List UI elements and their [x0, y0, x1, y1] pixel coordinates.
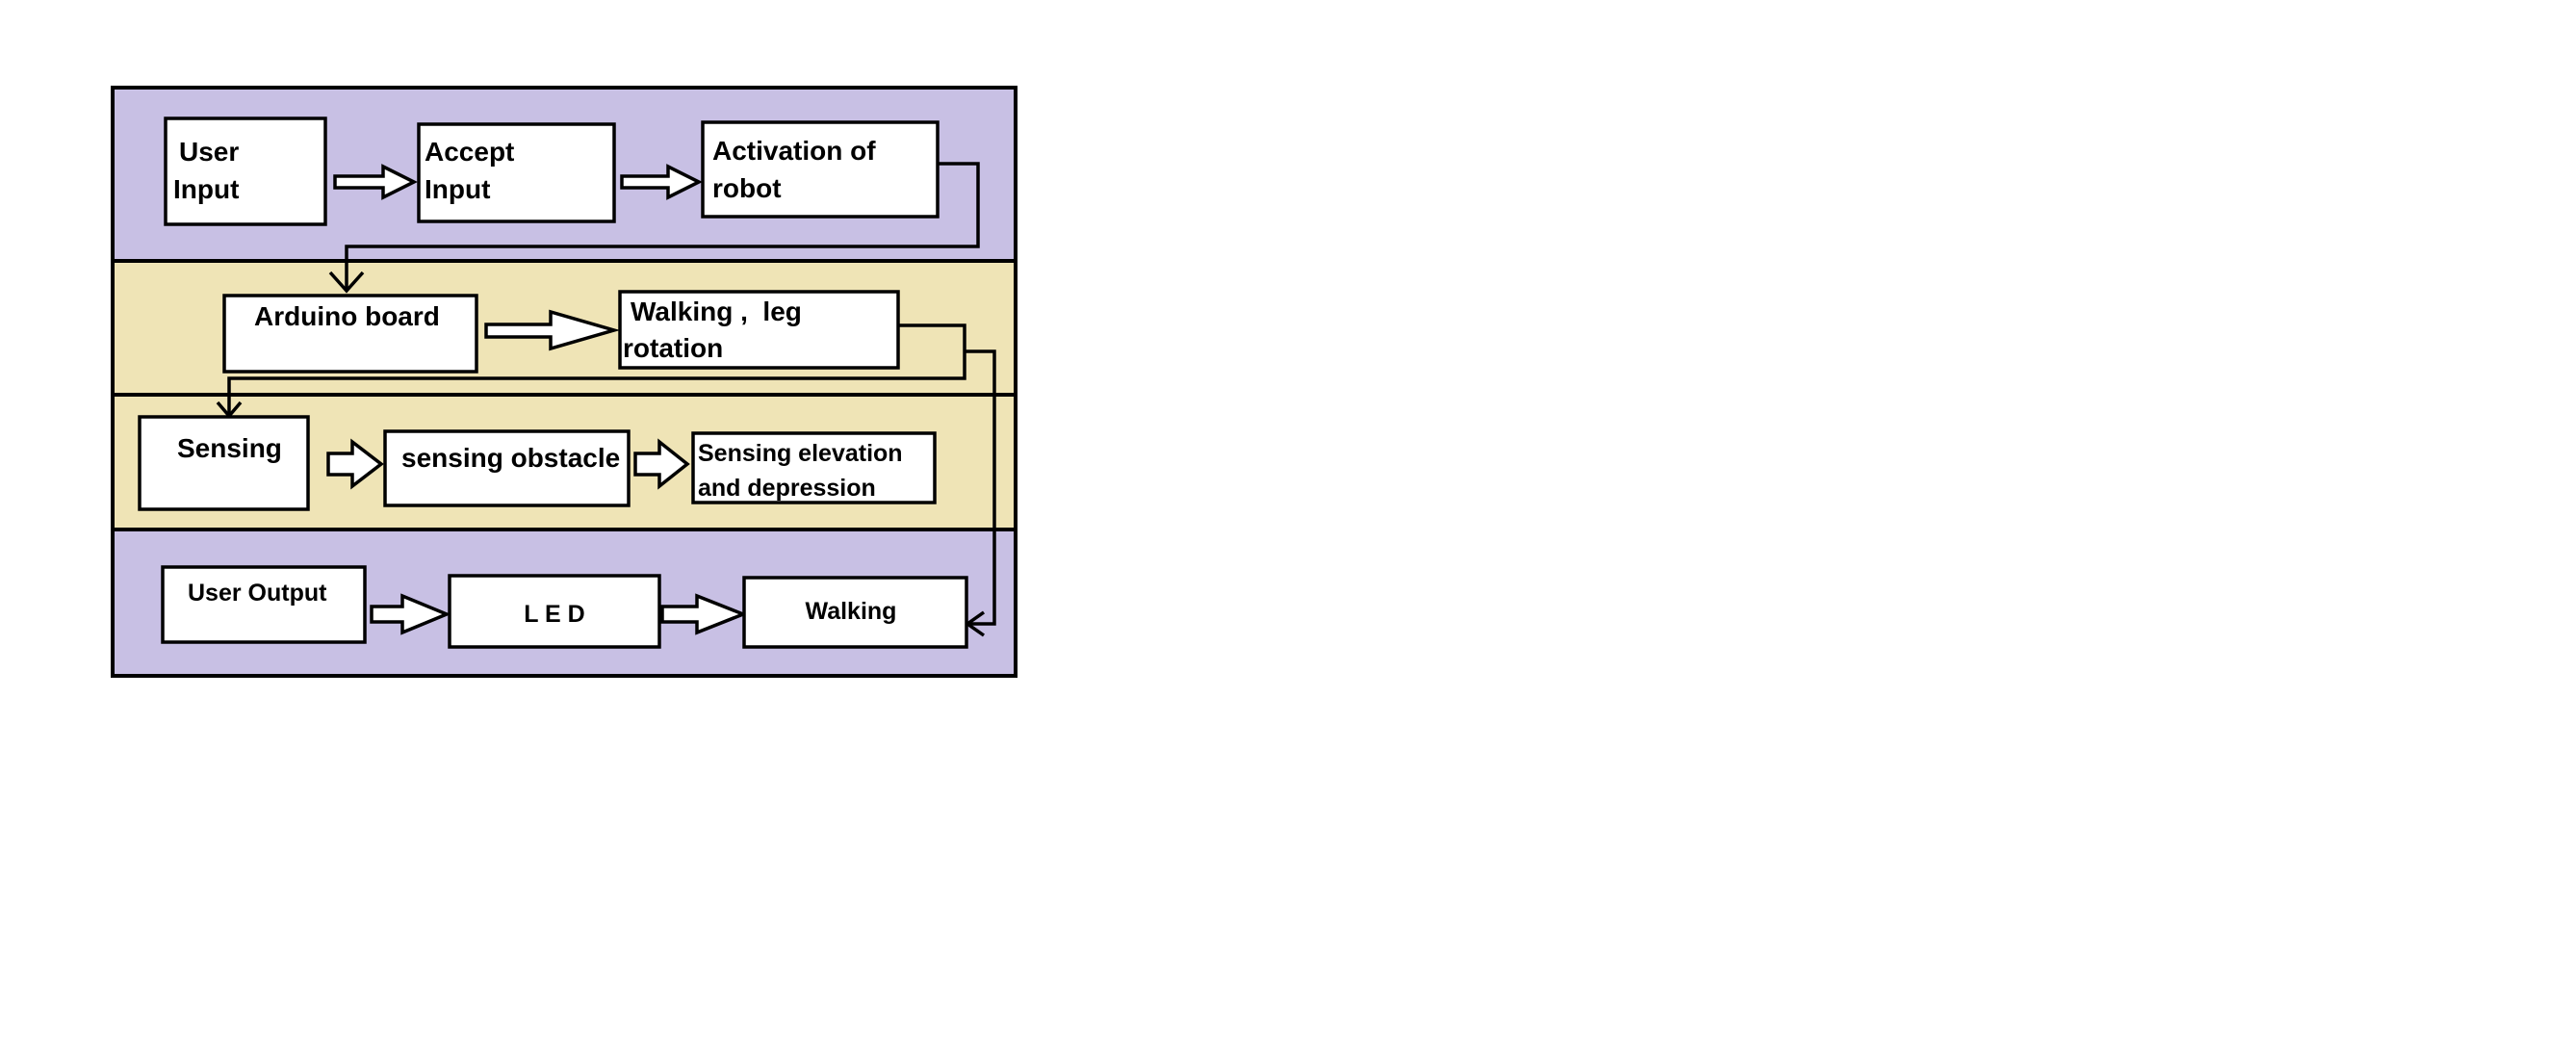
node-box — [417, 122, 616, 223]
arrow-sensing-to-obstacle — [326, 438, 384, 490]
arrow-user-input-to-accept-input — [333, 164, 418, 200]
node-label-line: and depression — [698, 475, 876, 502]
arrow-obstacle-to-elevation — [633, 438, 690, 490]
node-box — [383, 429, 631, 507]
arrow-led-to-walking — [660, 593, 748, 635]
nodes: User Input Accept Input Activation of ro… — [138, 116, 968, 649]
node-label-line: Input — [173, 174, 239, 204]
node-box — [138, 415, 310, 511]
arrow-accept-input-to-activation — [620, 164, 703, 200]
node-box — [161, 565, 367, 644]
node-label-line: User — [179, 137, 239, 167]
node-label-line: Accept — [425, 137, 514, 167]
node-label-line: Sensing elevation — [698, 440, 903, 467]
node-accept-input: Accept Input — [417, 122, 616, 223]
connector-walking-to-sensing — [227, 323, 966, 414]
node-box — [691, 431, 937, 504]
node-label-line: User Output — [188, 580, 327, 607]
connector-arrowhead-arduino — [328, 271, 365, 294]
node-walking-leg-rotation: Walking , leg rotation — [618, 290, 900, 370]
node-user-output: User Output — [161, 565, 367, 644]
node-label-line: robot — [712, 173, 782, 203]
connector-activation-to-arduino — [345, 162, 980, 289]
arrow-user-output-to-led — [370, 593, 451, 635]
node-label-line: Activation of — [712, 136, 876, 166]
node-walking: Walking — [742, 576, 968, 649]
connector-walking-to-walking — [965, 349, 996, 626]
block-arrows — [326, 164, 748, 635]
node-box — [618, 290, 900, 370]
node-label-line: Walking — [806, 598, 897, 625]
node-user-input: User Input — [164, 116, 327, 226]
node-label-line: Walking , leg — [631, 297, 802, 326]
node-box — [742, 576, 968, 649]
node-box — [701, 120, 940, 219]
node-activation-of-robot: Activation of robot — [701, 120, 940, 219]
node-sensing-obstacle: sensing obstacle — [383, 429, 631, 507]
node-label-line: Sensing — [177, 433, 282, 463]
node-sensing: Sensing — [138, 415, 310, 511]
node-label-line: L E D — [524, 601, 584, 628]
node-label-line: Arduino board — [254, 301, 440, 331]
node-label-line: rotation — [623, 333, 723, 363]
node-sensing-elevation-and-depression: Sensing elevation and depression — [691, 431, 937, 504]
node-label-line: Input — [425, 174, 490, 204]
node-box — [222, 294, 478, 374]
node-led: L E D — [448, 574, 661, 649]
node-label-line: sensing obstacle — [401, 443, 620, 473]
arrow-arduino-to-walking-leg — [484, 309, 621, 351]
node-arduino-board: Arduino board — [222, 294, 478, 374]
node-box — [164, 116, 327, 226]
node-box — [448, 574, 661, 649]
